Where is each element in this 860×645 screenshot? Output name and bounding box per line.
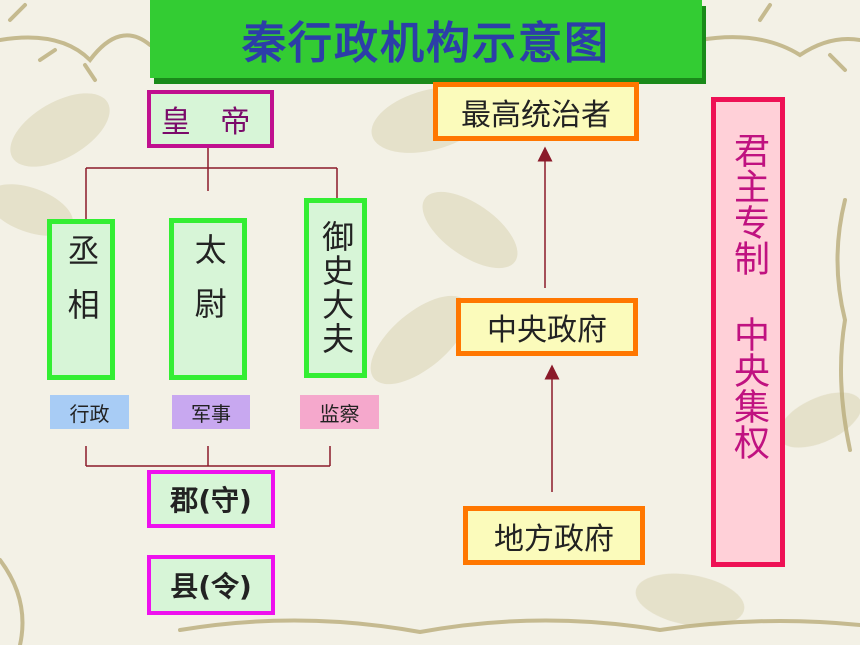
concept-box: 君主专制 中央集权 — [711, 97, 785, 567]
jun-box: 郡(守) — [147, 470, 275, 528]
role-label-admin: 行政 — [50, 395, 129, 429]
level-local-government: 地方政府 — [463, 506, 645, 565]
yushi-box: 御史大夫 — [304, 198, 367, 378]
emperor-box: 皇 帝 — [147, 90, 274, 148]
role-label-military: 军事 — [172, 395, 250, 429]
concept-centralization: 中央集权 — [728, 316, 769, 460]
role-label-supervision: 监察 — [300, 395, 379, 429]
level-top-ruler: 最高统治者 — [433, 82, 639, 141]
level-central-government: 中央政府 — [456, 298, 638, 356]
chengxiang-box: 丞相 — [47, 219, 115, 380]
page-title: 秦行政机构示意图 — [150, 0, 702, 78]
taiwei-box: 太尉 — [169, 218, 247, 380]
xian-box: 县(令) — [147, 555, 275, 615]
concept-autocracy: 君主专制 — [728, 132, 769, 276]
